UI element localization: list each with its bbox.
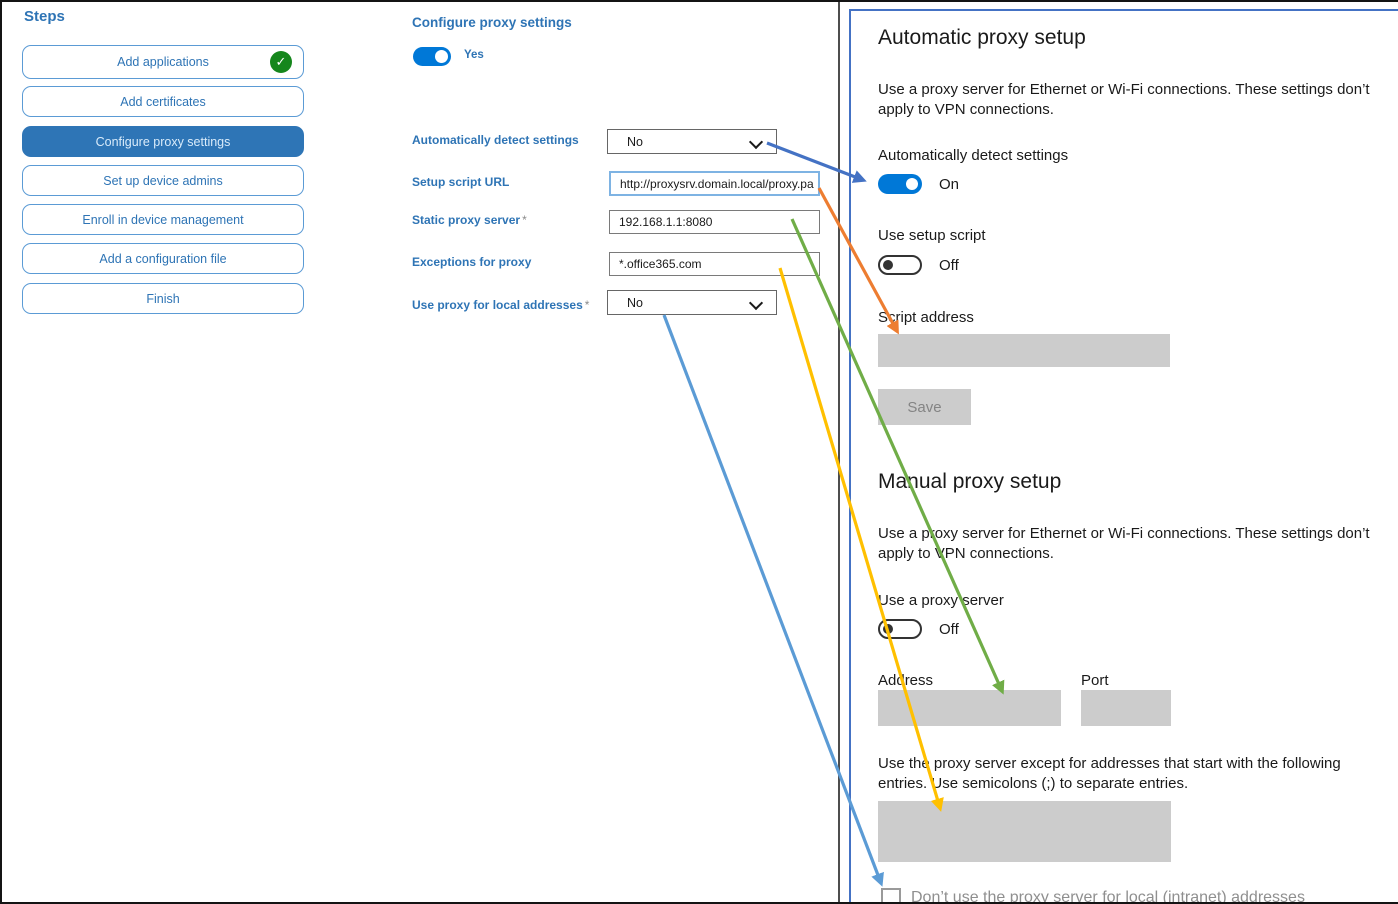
automatic-proxy-description: Use a proxy server for Ethernet or Wi-Fi…	[878, 81, 1370, 118]
manual-proxy-description: Use a proxy server for Ethernet or Wi-Fi…	[878, 525, 1370, 562]
required-asterisk: *	[584, 298, 590, 312]
use-setup-script-toggle[interactable]	[878, 255, 922, 275]
steps-heading: Steps	[24, 8, 65, 25]
local-addresses-checkbox[interactable]	[881, 888, 901, 902]
chevron-down-icon	[748, 295, 764, 311]
use-setup-script-label: Use setup script	[878, 227, 986, 244]
field-label-auto-detect: Automatically detect settings	[412, 133, 579, 147]
local-addresses-checkbox-label: Don’t use the proxy server for local (in…	[911, 889, 1305, 904]
toggle-knob	[435, 50, 448, 63]
sidebar-item-label: Finish	[146, 291, 180, 306]
field-label-use-proxy-local: Use proxy for local addresses*	[412, 298, 590, 312]
static-proxy-server-input[interactable]	[609, 210, 820, 234]
automatic-proxy-setup-heading: Automatic proxy setup	[878, 26, 1086, 49]
windows-proxy-settings-panel: Automatic proxy setup Use a proxy server…	[849, 9, 1398, 904]
address-input[interactable]	[878, 690, 1061, 726]
auto-detect-toggle-state: On	[939, 175, 960, 193]
configure-proxy-toggle[interactable]	[413, 47, 451, 66]
auto-detect-toggle[interactable]	[878, 174, 922, 194]
sidebar-item-label: Add certificates	[120, 94, 206, 109]
field-label-static-proxy: Static proxy server*	[412, 213, 527, 227]
use-a-proxy-server-label: Use a proxy server	[878, 592, 1004, 609]
sidebar-item-add-a-configuration-file[interactable]: Add a configuration file	[22, 243, 304, 274]
vertical-divider	[838, 2, 840, 902]
save-button[interactable]: Save	[878, 389, 971, 425]
auto-detect-settings-label: Automatically detect settings	[878, 147, 1069, 164]
configure-proxy-toggle-state: Yes	[464, 49, 484, 61]
sidebar-item-configure-proxy-settings[interactable]: Configure proxy settings	[22, 126, 304, 157]
use-a-proxy-server-toggle[interactable]	[878, 619, 922, 639]
selected-value: No	[627, 134, 643, 149]
selected-value: No	[627, 295, 643, 310]
sidebar-item-label: Add applications	[117, 55, 209, 69]
exceptions-for-proxy-input[interactable]	[609, 252, 820, 276]
toggle-knob	[906, 178, 918, 190]
sidebar-item-set-up-device-admins[interactable]: Set up device admins	[22, 165, 304, 196]
use-proxy-local-select[interactable]: No	[607, 290, 777, 315]
sidebar-item-label: Add a configuration file	[99, 251, 227, 266]
sidebar-item-add-applications[interactable]: Add applications ✓	[22, 45, 304, 79]
toggle-knob	[883, 624, 893, 634]
proxy-exceptions-instruction: Use the proxy server except for addresse…	[878, 755, 1341, 792]
form-title: Configure proxy settings	[412, 15, 572, 30]
sidebar-item-finish[interactable]: Finish	[22, 283, 304, 314]
sidebar-item-label: Configure proxy settings	[95, 134, 231, 149]
port-label: Port	[1081, 672, 1109, 689]
proxy-exceptions-textarea[interactable]	[878, 801, 1171, 862]
use-setup-script-toggle-state: Off	[939, 256, 959, 274]
step-completed-check-icon: ✓	[270, 51, 292, 73]
manual-proxy-setup-heading: Manual proxy setup	[878, 470, 1062, 493]
sidebar-item-label: Set up device admins	[103, 173, 223, 188]
script-address-input[interactable]	[878, 334, 1170, 367]
use-a-proxy-server-toggle-state: Off	[939, 620, 959, 638]
toggle-knob	[883, 260, 893, 270]
chevron-down-icon	[748, 134, 764, 150]
address-label: Address	[878, 672, 934, 689]
sidebar-item-add-certificates[interactable]: Add certificates	[22, 86, 304, 117]
sidebar-item-enroll-in-device-management[interactable]: Enroll in device management	[22, 204, 304, 235]
script-address-label: Script address	[878, 309, 974, 326]
sidebar-item-label: Enroll in device management	[82, 212, 244, 227]
port-input[interactable]	[1081, 690, 1171, 726]
field-label-setup-script-url: Setup script URL	[412, 175, 510, 189]
field-label-exceptions: Exceptions for proxy	[412, 255, 532, 269]
required-asterisk: *	[522, 213, 527, 227]
setup-script-url-input[interactable]	[609, 171, 820, 196]
auto-detect-select[interactable]: No	[607, 129, 777, 154]
